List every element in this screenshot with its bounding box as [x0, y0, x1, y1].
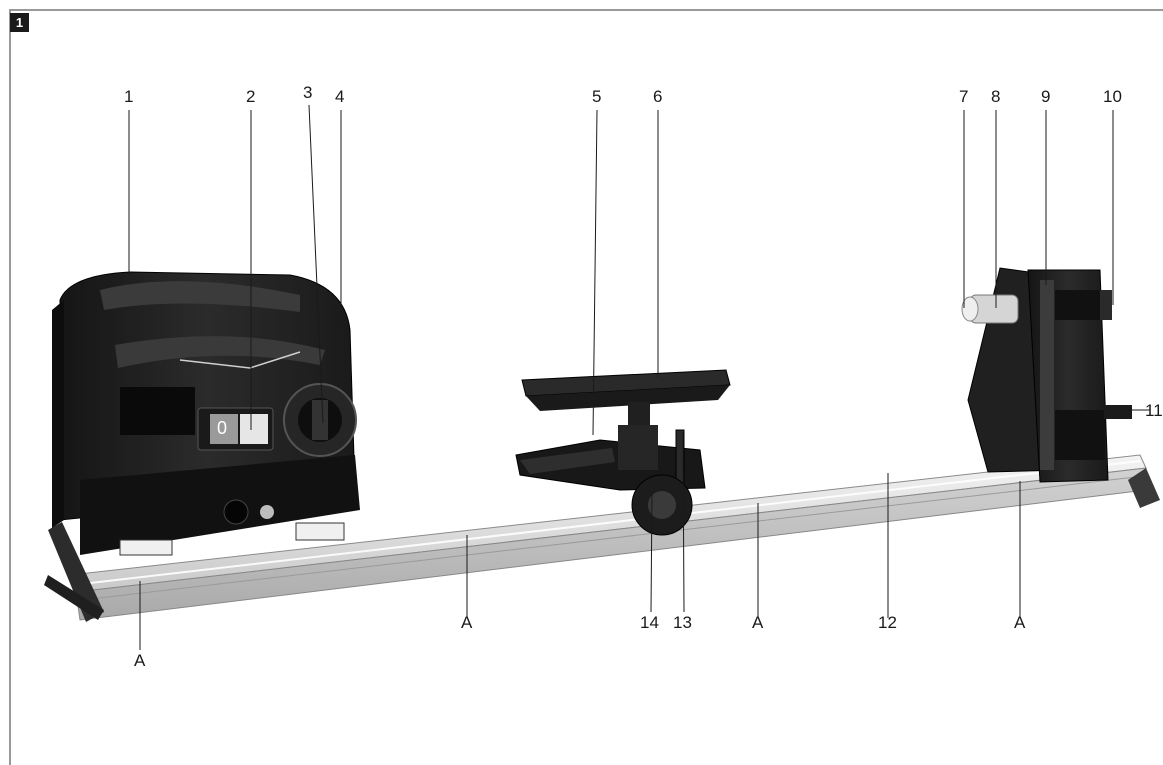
callout-leader-lines	[128, 104, 1150, 650]
leader-3	[308, 104, 324, 424]
callout-1: 1	[124, 87, 134, 106]
rail-bed	[44, 454, 1160, 622]
callout-4: 4	[335, 87, 345, 106]
callout-11: 11	[1145, 401, 1163, 420]
callout-14: 14	[640, 613, 659, 632]
callout-9: 9	[1041, 87, 1051, 106]
callout-8: 8	[991, 87, 1001, 106]
speed-control-knob	[283, 383, 357, 457]
callout-2: 2	[246, 87, 256, 106]
callout-6: 6	[653, 87, 663, 106]
callout-13: 13	[673, 613, 692, 632]
leader-13	[682, 432, 685, 613]
leader-14	[650, 490, 653, 613]
callout-a-4: A	[1014, 613, 1026, 632]
figure-number-badge: 1	[10, 13, 29, 32]
switch-digit: 0	[217, 418, 228, 438]
callout-7: 7	[959, 87, 969, 106]
callout-a-2: A	[461, 613, 473, 632]
tool-rest-assembly	[515, 369, 731, 536]
callout-5: 5	[592, 87, 602, 106]
callout-10: 10	[1103, 87, 1122, 106]
tailstock	[961, 267, 1132, 483]
headstock-motor-housing	[52, 271, 360, 556]
callout-a-1: A	[134, 651, 146, 670]
figure-frame-left	[9, 9, 11, 765]
callout-3: 3	[303, 83, 313, 102]
figure-frame-top	[9, 9, 1163, 11]
on-off-switch	[197, 407, 274, 451]
callout-a-3: A	[752, 613, 764, 632]
leader-5	[592, 109, 598, 436]
callout-12: 12	[878, 613, 897, 632]
